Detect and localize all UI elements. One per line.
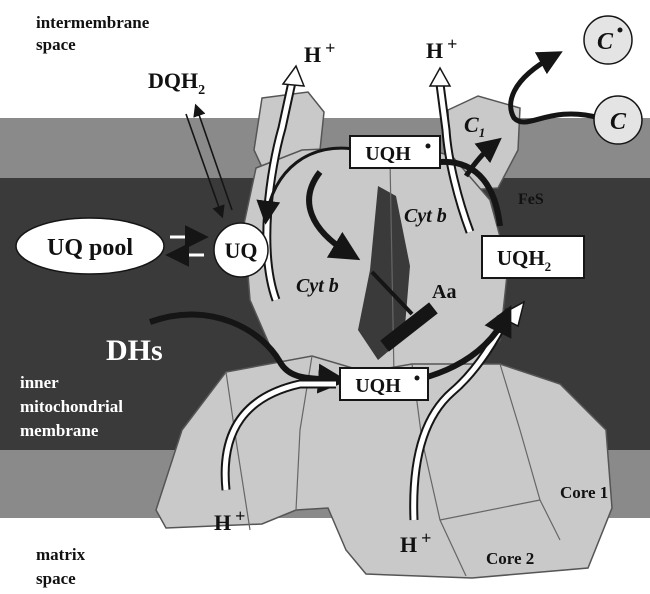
c-label: C	[610, 109, 627, 135]
core1-label: Core 1	[560, 483, 608, 502]
core2-label: Core 2	[486, 549, 534, 568]
intermembrane-label: intermembrane space	[36, 13, 154, 54]
fes-label: FeS	[518, 191, 544, 208]
proton-arrowhead-tl	[283, 66, 304, 86]
dhs-label: DHs	[106, 334, 163, 367]
c-radical-dot	[618, 28, 623, 33]
electron-arrow-c	[511, 56, 600, 122]
uq-pool-label: UQ pool	[47, 235, 133, 261]
dqh2-label: DQH2	[148, 68, 205, 98]
h-plus-top-right: H+	[426, 34, 457, 63]
cytb-right-label: Cyt b	[404, 205, 447, 227]
matrix-label: matrix space	[36, 545, 89, 588]
proton-arrowhead-tr	[430, 68, 450, 86]
h-plus-top-left: H+	[304, 38, 335, 67]
h-plus-bottom-left: H+	[214, 506, 245, 535]
uqh-bottom-label: UQH	[355, 375, 401, 397]
c-radical-label: C	[597, 29, 614, 55]
uqh-bottom-radical-dot	[415, 376, 420, 381]
uqh2-label: UQH2	[497, 246, 551, 274]
aa-label: Aa	[432, 281, 456, 303]
uqh-top-label: UQH	[365, 143, 411, 165]
uqh-top-radical-dot	[426, 144, 431, 149]
cytb-left-label: Cyt b	[296, 275, 339, 297]
uq-label: UQ	[225, 238, 258, 263]
